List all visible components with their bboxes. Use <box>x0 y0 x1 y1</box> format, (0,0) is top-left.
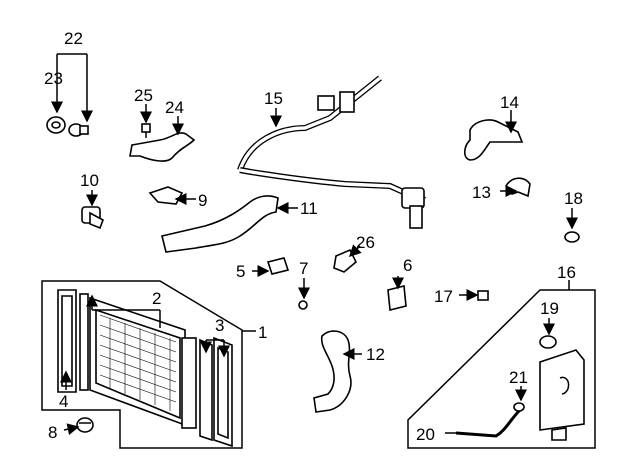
callout-3: 3 <box>215 316 224 335</box>
hose-13 <box>505 177 531 198</box>
drain-plug <box>76 417 94 433</box>
callout-26: 26 <box>356 233 375 252</box>
right-tank <box>199 336 233 448</box>
hose-14 <box>463 119 524 161</box>
radiator-group-box <box>41 280 243 449</box>
clip-18 <box>564 231 580 243</box>
bolt-7 <box>298 300 308 310</box>
reservoir-group-box <box>407 289 596 449</box>
callout-19: 19 <box>540 299 559 318</box>
callout-6: 6 <box>403 256 412 275</box>
clamp-21 <box>513 402 525 412</box>
hose-20 <box>455 408 522 438</box>
callout-17: 17 <box>434 287 453 306</box>
callout-4: 4 <box>59 392 68 411</box>
hose-24 <box>129 132 196 162</box>
callout-23: 23 <box>44 69 63 88</box>
callout-22: 22 <box>64 29 83 48</box>
callout-24: 24 <box>165 98 184 117</box>
callout-1: 1 <box>258 323 267 342</box>
callout-14: 14 <box>500 93 519 112</box>
cover-6 <box>387 284 407 312</box>
hose-11 <box>161 195 279 253</box>
callout-9: 9 <box>198 191 207 210</box>
callout-25: 25 <box>134 86 153 105</box>
reservoir-cap-19 <box>539 335 557 349</box>
callout-15: 15 <box>264 89 283 108</box>
callout-11: 11 <box>300 199 318 218</box>
bracket-9 <box>148 186 184 205</box>
sensor-10 <box>81 206 104 230</box>
bolt-17 <box>477 290 489 301</box>
callout-21: 21 <box>509 368 528 387</box>
callout-labels: 22 23 25 24 15 14 13 18 10 9 11 26 5 7 6… <box>44 29 583 444</box>
radiator-core <box>89 296 197 429</box>
leader-lines <box>51 53 578 436</box>
callout-10: 10 <box>80 171 99 190</box>
clip-5 <box>266 257 290 275</box>
callout-7: 7 <box>299 259 308 278</box>
bolt-22 <box>68 123 89 137</box>
callout-13: 13 <box>472 183 491 202</box>
callout-2: 2 <box>152 289 161 308</box>
hose-12 <box>313 330 352 413</box>
pipe-15 <box>237 75 426 229</box>
callout-20: 20 <box>416 425 435 444</box>
bolt-25 <box>141 123 151 138</box>
coolant-reservoir <box>539 349 585 441</box>
callout-12: 12 <box>366 345 385 364</box>
callout-8: 8 <box>48 423 57 442</box>
cap-23 <box>46 116 66 134</box>
callout-18: 18 <box>564 189 583 208</box>
callout-16: 16 <box>557 263 576 282</box>
callout-5: 5 <box>236 262 245 281</box>
left-tank <box>57 289 89 393</box>
